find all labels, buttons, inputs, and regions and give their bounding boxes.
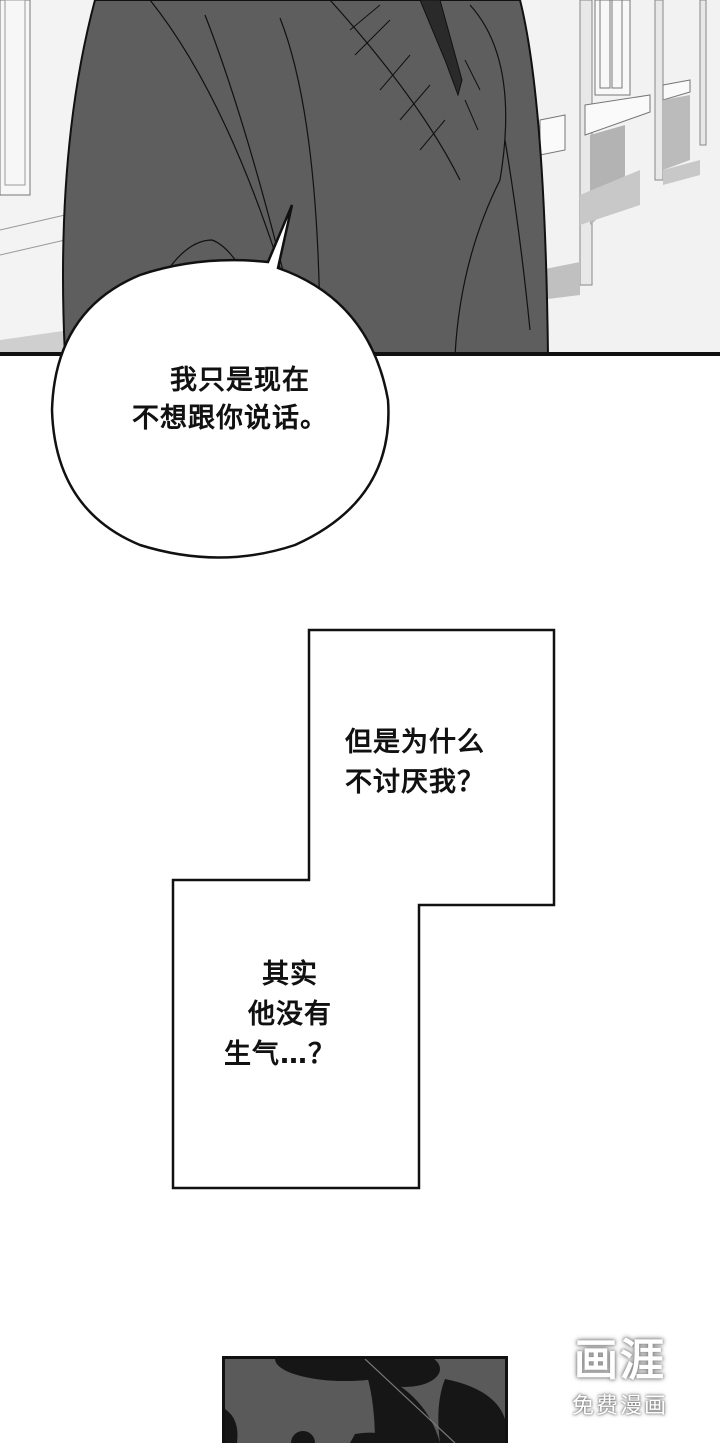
speech-line-2: 不想跟你说话。 xyxy=(132,403,328,434)
comic-panel-leaves xyxy=(222,1356,508,1443)
narration-box-1-text: 但是为什么 不讨厌我？ xyxy=(345,723,485,803)
narration-box-2-text: 其实 他没有 生气…？ xyxy=(220,955,360,1075)
speech-line-1: 我只是现在 xyxy=(170,365,310,396)
watermark-subtitle: 免费漫画 xyxy=(571,1394,668,1419)
watermark: 画涯 免费漫画 xyxy=(555,1330,685,1422)
speech-bubble-text: 我只是现在 不想跟你说话。 xyxy=(100,362,360,438)
narration-1-line-1: 但是为什么 xyxy=(345,727,485,758)
narration-2-line-1: 其实 xyxy=(262,959,318,990)
narration-1-line-2: 不讨厌我？ xyxy=(345,767,485,798)
narration-2-line-3: 生气…？ xyxy=(224,1039,336,1070)
leaves-illustration xyxy=(225,1359,505,1443)
narration-2-line-2: 他没有 xyxy=(248,999,332,1030)
watermark-logo: 画涯 xyxy=(574,1335,666,1386)
